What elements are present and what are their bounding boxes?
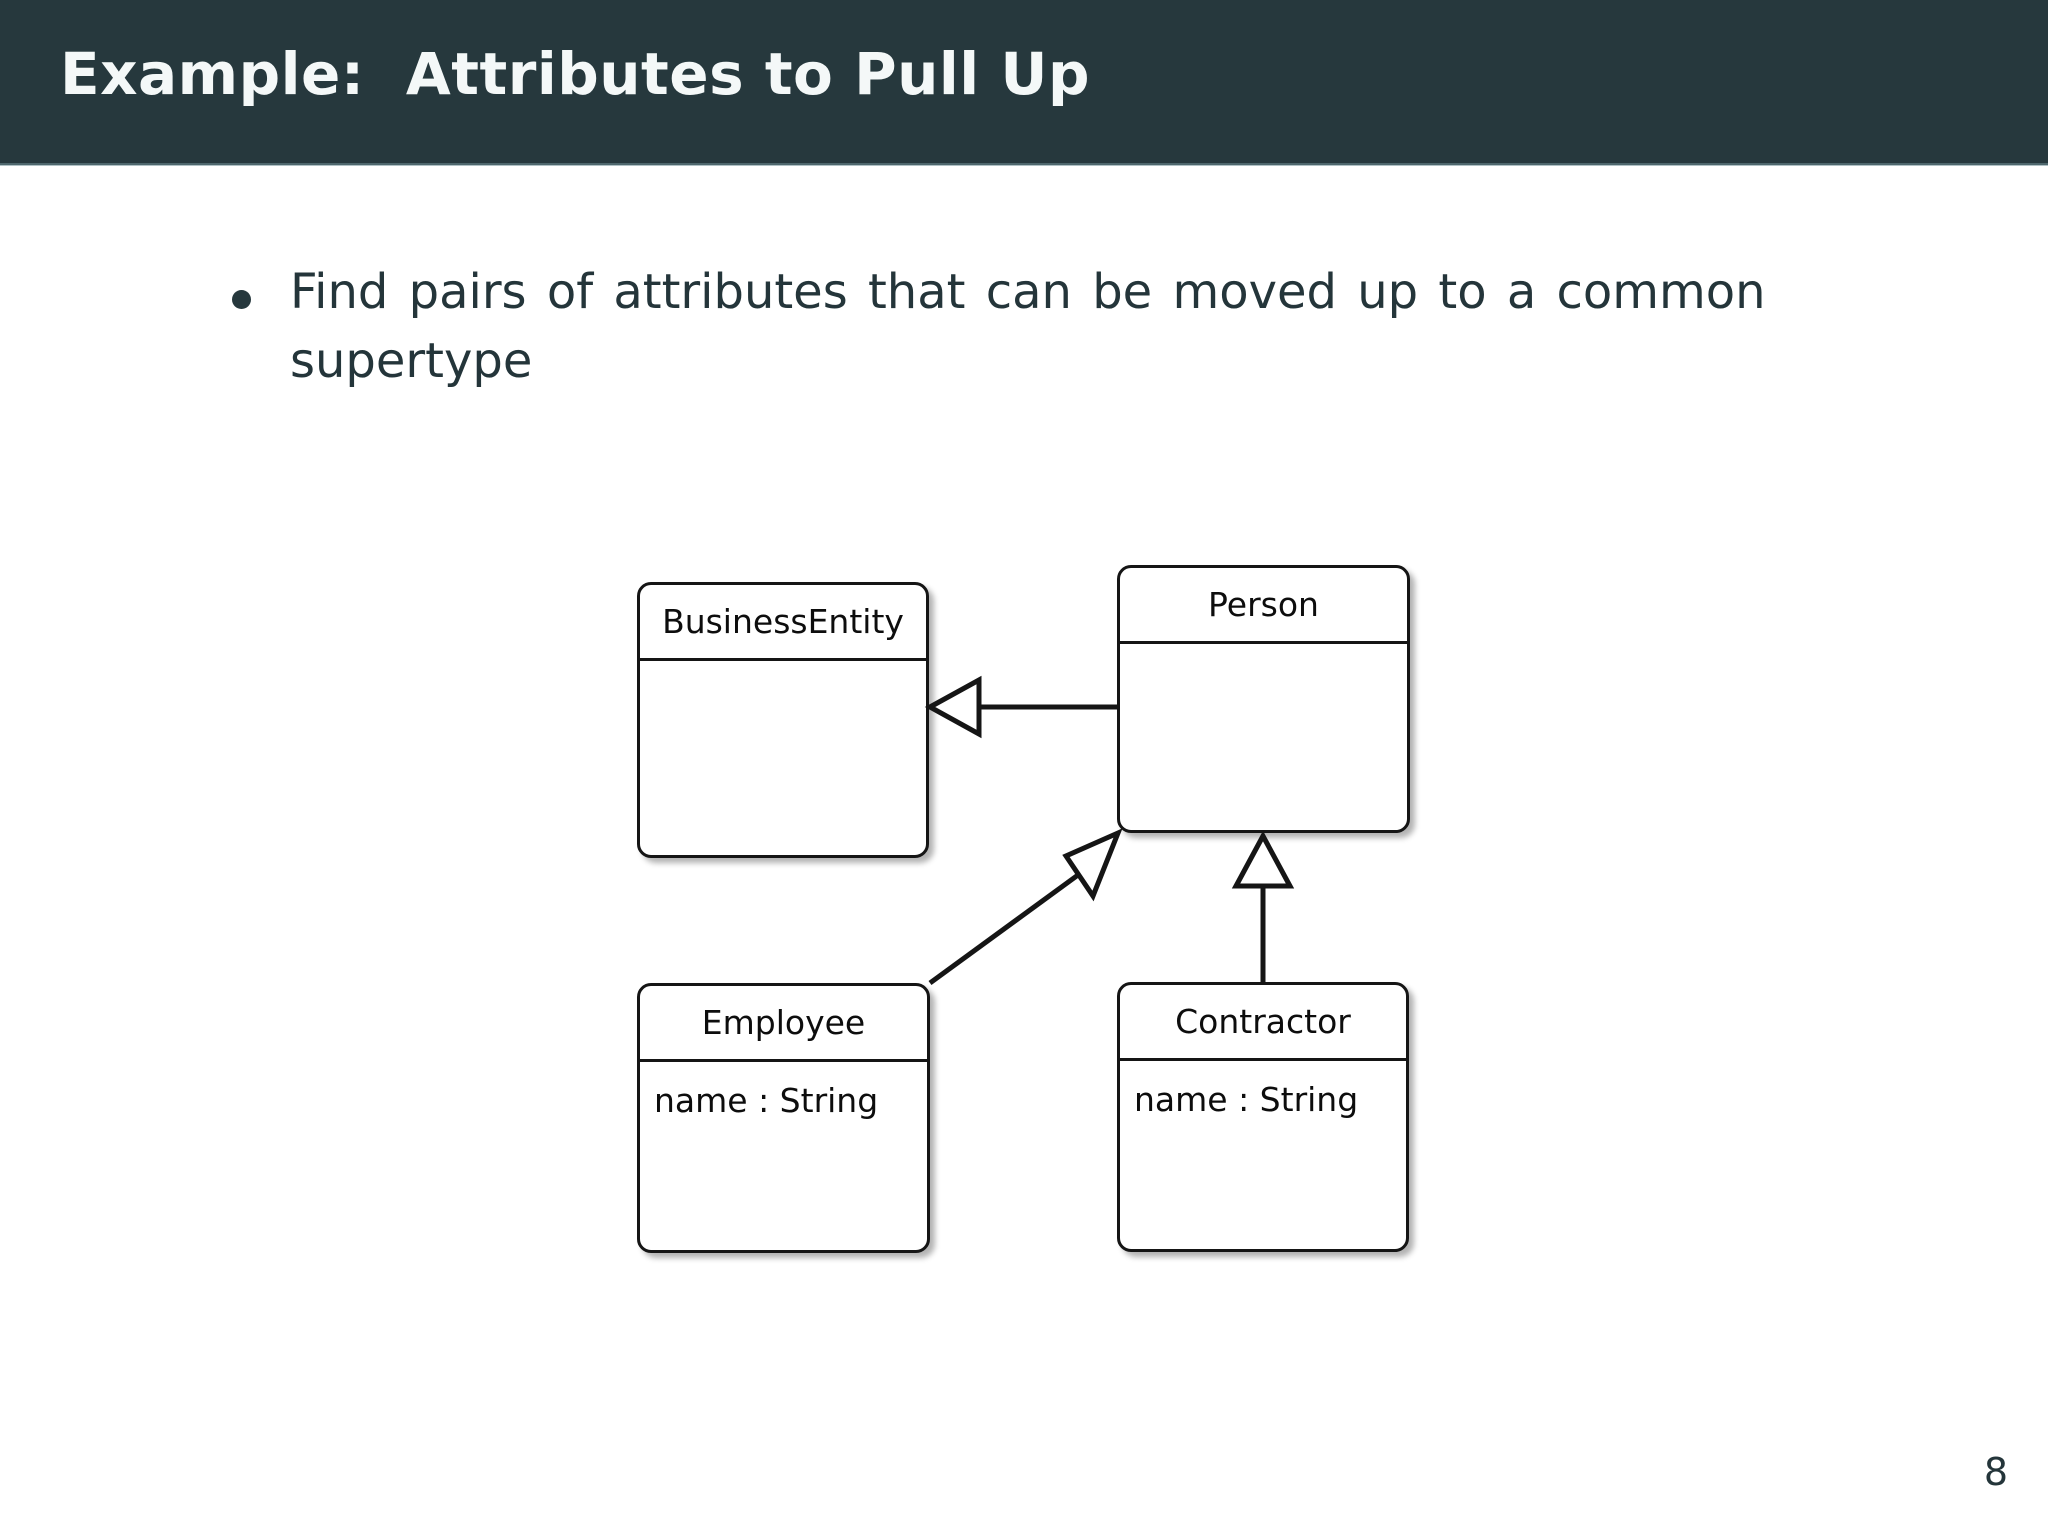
page-title: Example: Attributes to Pull Up (60, 40, 1090, 108)
bullet-list: Find pairs of attributes that can be mov… (222, 258, 1842, 396)
list-item: Find pairs of attributes that can be mov… (222, 258, 1842, 396)
page-number: 8 (1983, 1450, 2008, 1494)
bullet-text: Find pairs of attributes that can be mov… (290, 264, 1766, 390)
uml-class-attributes-cell: name : String (1120, 1061, 1406, 1120)
uml-class-name: Employee (701, 1003, 866, 1042)
uml-class-name: Person (1208, 585, 1319, 624)
uml-class-title-cell: Employee (640, 986, 927, 1062)
uml-attribute: name : String (654, 1081, 879, 1120)
generalization-contractor-to-person (1231, 830, 1295, 982)
generalization-person-to-businessentity (924, 675, 1117, 739)
slide-title-bar: Example: Attributes to Pull Up (0, 0, 2048, 165)
uml-class-employee[interactable]: Employee name : String (637, 983, 930, 1253)
uml-class-person[interactable]: Person (1117, 565, 1410, 833)
uml-class-title-cell: Contractor (1120, 985, 1406, 1061)
title-bar-underline (0, 163, 2048, 166)
uml-class-title-cell: Person (1120, 568, 1407, 644)
generalization-employee-to-person (928, 828, 1123, 986)
uml-class-contractor[interactable]: Contractor name : String (1117, 982, 1409, 1252)
uml-class-attributes-cell (640, 661, 926, 679)
uml-class-businessentity[interactable]: BusinessEntity (637, 582, 929, 858)
uml-class-attributes-cell (1120, 644, 1407, 662)
uml-class-name: BusinessEntity (662, 602, 904, 641)
uml-class-attributes-cell: name : String (640, 1062, 927, 1121)
uml-attribute: name : String (1134, 1080, 1359, 1119)
uml-class-name: Contractor (1175, 1002, 1351, 1041)
uml-class-title-cell: BusinessEntity (640, 585, 926, 661)
bullet-dot-icon (232, 290, 251, 309)
